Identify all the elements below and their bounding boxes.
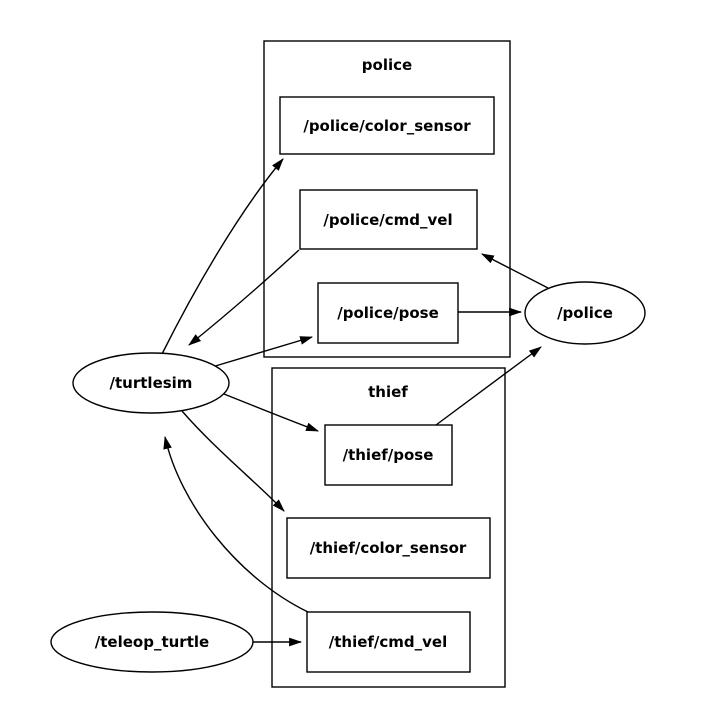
cluster-thief-box — [271, 367, 506, 688]
topic-police-color-sensor-label: /police/color_sensor — [303, 117, 471, 135]
edge-turtlesim-to-police-pose — [211, 336, 314, 368]
edge-thief-cmd-vel-to-turtlesim — [163, 435, 309, 613]
topic-thief-pose-label: /thief/pose — [343, 446, 434, 464]
cluster-police-box — [263, 40, 511, 358]
topic-thief-color-sensor-label: /thief/color_sensor — [310, 539, 467, 557]
topic-police-cmd-vel-label: /police/cmd_vel — [323, 211, 452, 229]
node-police-label: /police — [557, 304, 613, 322]
topic-police-pose-label: /police/pose — [337, 304, 439, 322]
node-police-ellipse — [524, 281, 646, 345]
node-teleop-turtle-label: /teleop_turtle — [95, 633, 209, 651]
topic-thief-cmd-vel-label: /thief/cmd_vel — [329, 633, 448, 651]
edge-turtlesim-to-thief-pose — [223, 393, 320, 432]
topic-thief-pose-box — [324, 424, 453, 486]
edge-police-cmd-vel-to-turtlesim — [188, 249, 300, 346]
node-turtlesim-label: /turtlesim — [110, 374, 193, 392]
node-turtlesim-ellipse — [72, 352, 230, 414]
topic-thief-color-sensor-box — [286, 517, 491, 579]
edge-turtlesim-to-police-color-sensor — [161, 158, 284, 355]
edge-police-to-police-cmd-vel — [481, 253, 549, 289]
topic-thief-cmd-vel-box — [306, 611, 471, 673]
cluster-police-label: police — [362, 56, 412, 74]
topic-police-color-sensor-box — [279, 96, 495, 155]
cluster-thief-label: thief — [368, 383, 408, 401]
edge-thief-pose-to-police — [435, 346, 542, 426]
node-teleop-turtle-ellipse — [50, 611, 254, 673]
edge-turtlesim-to-thief-color-sensor — [181, 410, 285, 512]
topic-police-cmd-vel-box — [299, 189, 478, 250]
topic-police-pose-box — [317, 282, 459, 344]
